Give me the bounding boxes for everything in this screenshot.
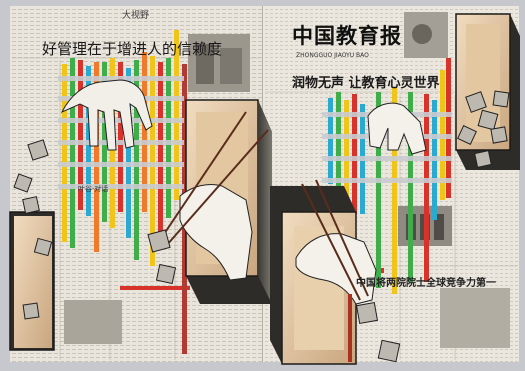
floating-cubes (13, 90, 510, 363)
photo-bottom-left (64, 300, 122, 344)
left-page-masthead: 大视野 (122, 11, 150, 21)
photo-bottom-right (440, 288, 510, 348)
right-page-masthead-roman: ZHONGGUO JIAOYU BAO (296, 52, 369, 59)
hand-center-chopsticks (159, 111, 269, 281)
box-left-edge (9, 211, 55, 351)
hand-top-left (60, 79, 153, 151)
left-page-subhead: 叶谷·对话 (78, 185, 109, 193)
box-top-right (455, 13, 520, 170)
right-page-headline: 润物无声 让教育心灵世界 (292, 76, 440, 91)
hand-top-right (367, 102, 427, 155)
left-page-headline: 好管理在于增进人的信赖度 (42, 40, 223, 58)
hand-lower-right-chopsticks (295, 179, 377, 362)
right-page-lower-headline: 中国将两院院士全球竞争力第一 (356, 278, 496, 289)
right-page-masthead: 中国教育报 (292, 23, 402, 48)
